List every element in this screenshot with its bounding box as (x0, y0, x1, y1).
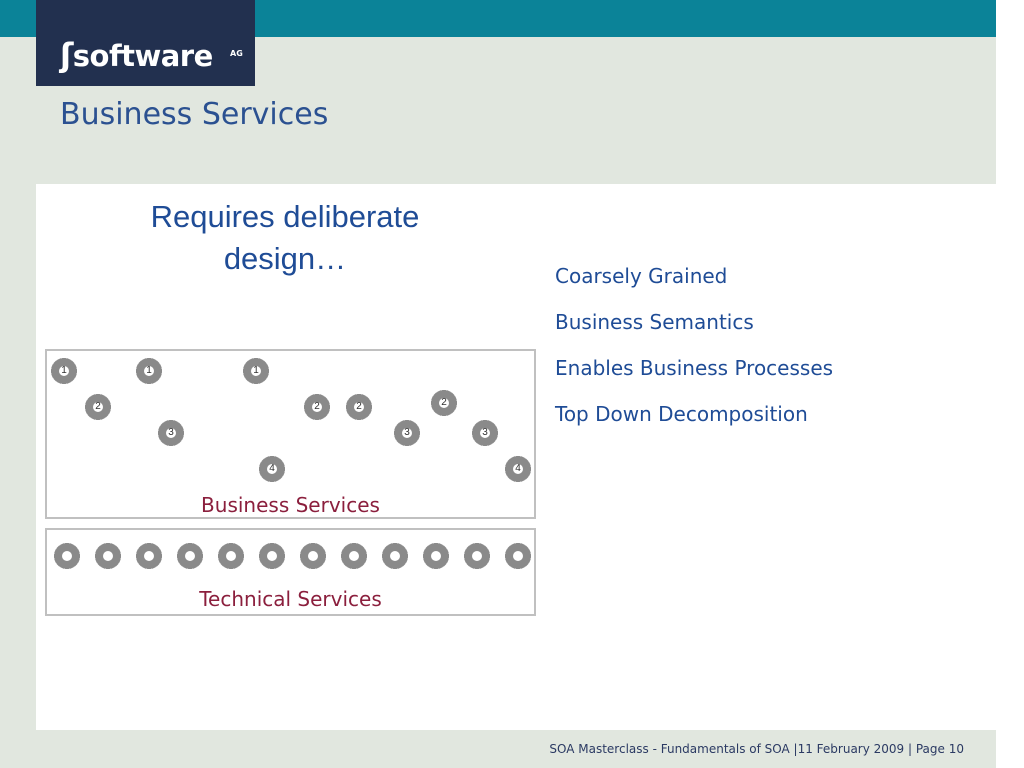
gear-icon: 3 (471, 419, 499, 447)
gear-number: 3 (168, 427, 174, 438)
gear-number: 1 (146, 365, 152, 376)
gear-icon: 1 (50, 357, 78, 385)
gear-icon (381, 542, 409, 570)
technical-services-label: Technical Services (199, 587, 382, 611)
gear-number: 2 (356, 401, 362, 412)
logo-ag-suffix: AG (230, 49, 243, 58)
gear-icon: 2 (303, 393, 331, 421)
gear-icon (135, 542, 163, 570)
footer-band (0, 730, 996, 768)
gear-icon: 4 (258, 455, 286, 483)
gear-number: 3 (404, 427, 410, 438)
logo (36, 0, 255, 86)
gear-icon: 2 (345, 393, 373, 421)
gear-icon (94, 542, 122, 570)
gear-number: 4 (515, 463, 521, 474)
gear-icon: 1 (135, 357, 163, 385)
logo-wordmark: ʃsoftware (60, 36, 213, 75)
gear-icon (463, 542, 491, 570)
logo-s-icon: ʃ (60, 36, 73, 74)
business-services-label: Business Services (201, 493, 380, 517)
gear-icon (422, 542, 450, 570)
right-margin (996, 0, 1024, 768)
gear-icon: 1 (242, 357, 270, 385)
gear-icon: 3 (393, 419, 421, 447)
bullet-item: Top Down Decomposition (555, 402, 808, 426)
subtitle: Requires deliberate design… (150, 199, 420, 276)
logo-text: software (72, 39, 214, 73)
business-services-panel: Business Services 1 1 1 2 2 2 2 3 3 3 4 4 (45, 349, 536, 519)
gear-icon: 4 (504, 455, 532, 483)
gear-icon (258, 542, 286, 570)
gear-number: 2 (314, 401, 320, 412)
gear-number: 1 (61, 365, 67, 376)
gear-icon (340, 542, 368, 570)
bullet-item: Coarsely Grained (555, 264, 728, 288)
gear-icon (299, 542, 327, 570)
gear-icon: 2 (84, 393, 112, 421)
gear-number: 1 (253, 365, 259, 376)
bullet-list: Coarsely Grained Business Semantics Enab… (555, 253, 833, 437)
gear-icon (217, 542, 245, 570)
bullet-item: Business Semantics (555, 310, 754, 334)
technical-services-panel: Technical Services (45, 528, 536, 616)
bullet-item: Enables Business Processes (555, 356, 834, 380)
gear-icon (53, 542, 81, 570)
footer-text: SOA Masterclass - Fundamentals of SOA |1… (549, 742, 964, 756)
gear-icon: 3 (157, 419, 185, 447)
gear-icon: 2 (430, 389, 458, 417)
left-gutter (0, 184, 36, 768)
gear-number: 2 (441, 397, 447, 408)
gear-number: 4 (269, 463, 275, 474)
gear-icon (176, 542, 204, 570)
page-title: Business Services (60, 97, 329, 132)
gear-number: 3 (482, 427, 488, 438)
gear-icon (504, 542, 532, 570)
gear-number: 2 (95, 401, 101, 412)
